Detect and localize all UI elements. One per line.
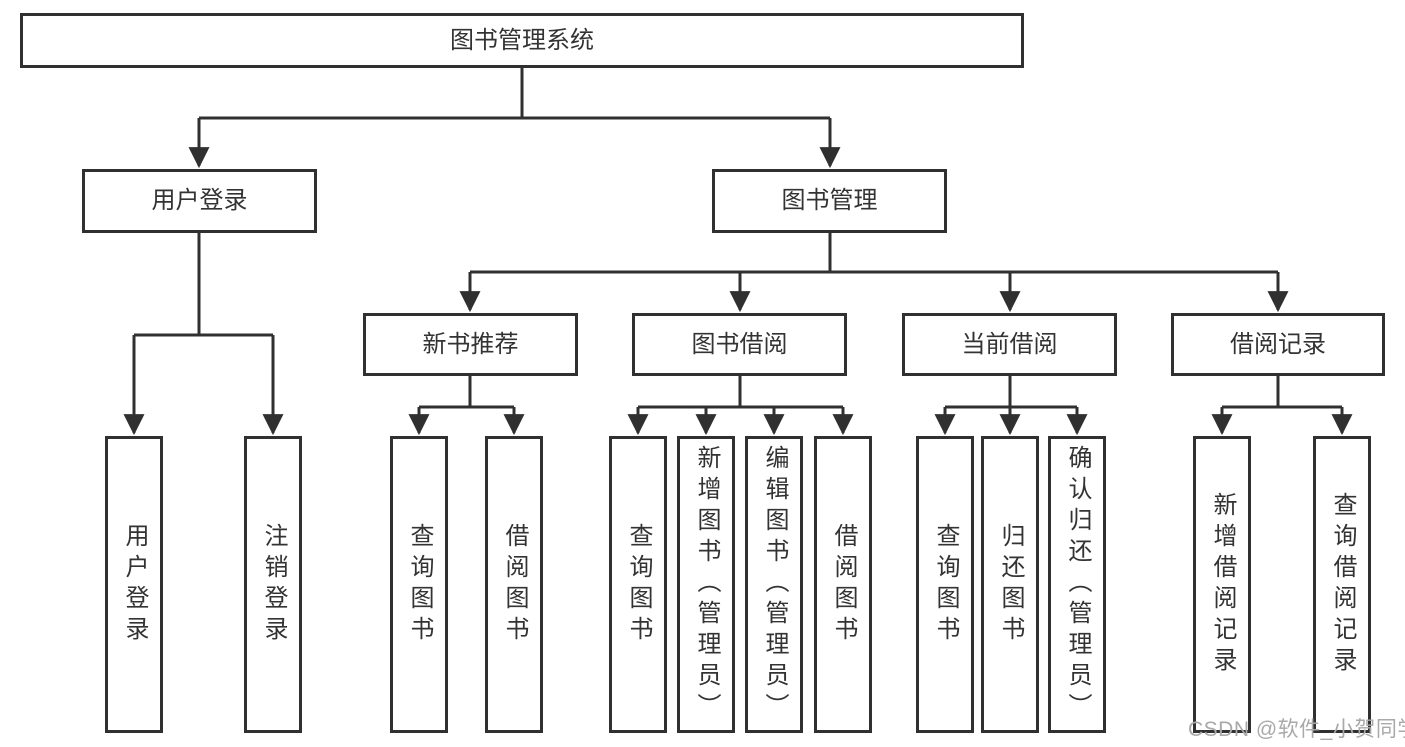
leaf-add-book-admin: 新增图书（管理员） <box>677 436 735 733</box>
node-user-login: 用户登录 <box>82 169 317 233</box>
node-borrow-records: 借阅记录 <box>1171 313 1385 376</box>
node-current-borrow-label: 当前借阅 <box>961 330 1058 358</box>
leaf-logout: 注销登录 <box>244 436 302 733</box>
node-root-label: 图书管理系统 <box>450 26 594 54</box>
leaf-borrow-query-books: 查询图书 <box>609 436 667 733</box>
connector-book-borrow-to-leaves <box>627 376 854 436</box>
leaf-edit-book-admin: 编辑图书（管理员） <box>745 436 803 733</box>
leaf-current-query-books: 查询图书 <box>916 436 974 733</box>
leaf-add-book-admin-label: 新增图书（管理员） <box>693 445 720 724</box>
leaf-borrow-borrow-books-label: 借阅图书 <box>830 522 857 647</box>
leaf-user-login: 用户登录 <box>105 436 163 733</box>
leaf-confirm-return-admin-label: 确认归还（管理员） <box>1064 445 1091 724</box>
connector-user-login-to-leaves <box>123 233 284 436</box>
csdn-watermark: CSDN @软件_小贺同学 <box>1188 718 1405 741</box>
leaf-edit-book-admin-label: 编辑图书（管理员） <box>761 445 788 724</box>
connector-book-management-to-level3 <box>459 233 1289 313</box>
leaf-return-books-label: 归还图书 <box>997 522 1024 647</box>
leaf-add-borrow-record-label: 新增借阅记录 <box>1209 491 1236 678</box>
leaf-borrow-query-books-label: 查询图书 <box>625 522 652 647</box>
leaf-confirm-return-admin: 确认归还（管理员） <box>1048 436 1106 733</box>
node-book-management-label: 图书管理 <box>781 187 878 214</box>
leaf-query-borrow-record-label: 查询借阅记录 <box>1329 491 1356 678</box>
connector-borrow-records-to-leaves <box>1211 376 1353 436</box>
leaf-return-books: 归还图书 <box>981 436 1039 733</box>
node-root: 图书管理系统 <box>20 13 1024 68</box>
node-current-borrow: 当前借阅 <box>902 313 1117 376</box>
leaf-recommend-query-books: 查询图书 <box>390 436 448 733</box>
leaf-recommend-query-books-label: 查询图书 <box>406 522 433 647</box>
leaf-user-login-label: 用户登录 <box>121 522 148 647</box>
node-user-login-label: 用户登录 <box>151 187 248 214</box>
node-borrow-records-label: 借阅记录 <box>1230 330 1326 358</box>
node-book-borrow-label: 图书借阅 <box>691 330 788 358</box>
leaf-add-borrow-record: 新增借阅记录 <box>1193 436 1251 733</box>
leaf-borrow-borrow-books: 借阅图书 <box>814 436 872 733</box>
leaf-query-borrow-record: 查询借阅记录 <box>1313 436 1371 733</box>
connector-current-borrow-to-leaves <box>934 376 1088 436</box>
leaf-recommend-borrow-books-label: 借阅图书 <box>501 522 528 647</box>
node-new-book-recommend-label: 新书推荐 <box>422 330 519 358</box>
leaf-current-query-books-label: 查询图书 <box>932 522 959 647</box>
node-book-borrow: 图书借阅 <box>632 313 847 376</box>
node-new-book-recommend: 新书推荐 <box>363 313 578 376</box>
leaf-recommend-borrow-books: 借阅图书 <box>485 436 543 733</box>
connector-root-to-level2 <box>188 68 841 169</box>
node-book-management: 图书管理 <box>712 169 947 233</box>
leaf-logout-label: 注销登录 <box>260 522 287 647</box>
connector-new-book-recommend-to-leaves <box>408 376 525 436</box>
